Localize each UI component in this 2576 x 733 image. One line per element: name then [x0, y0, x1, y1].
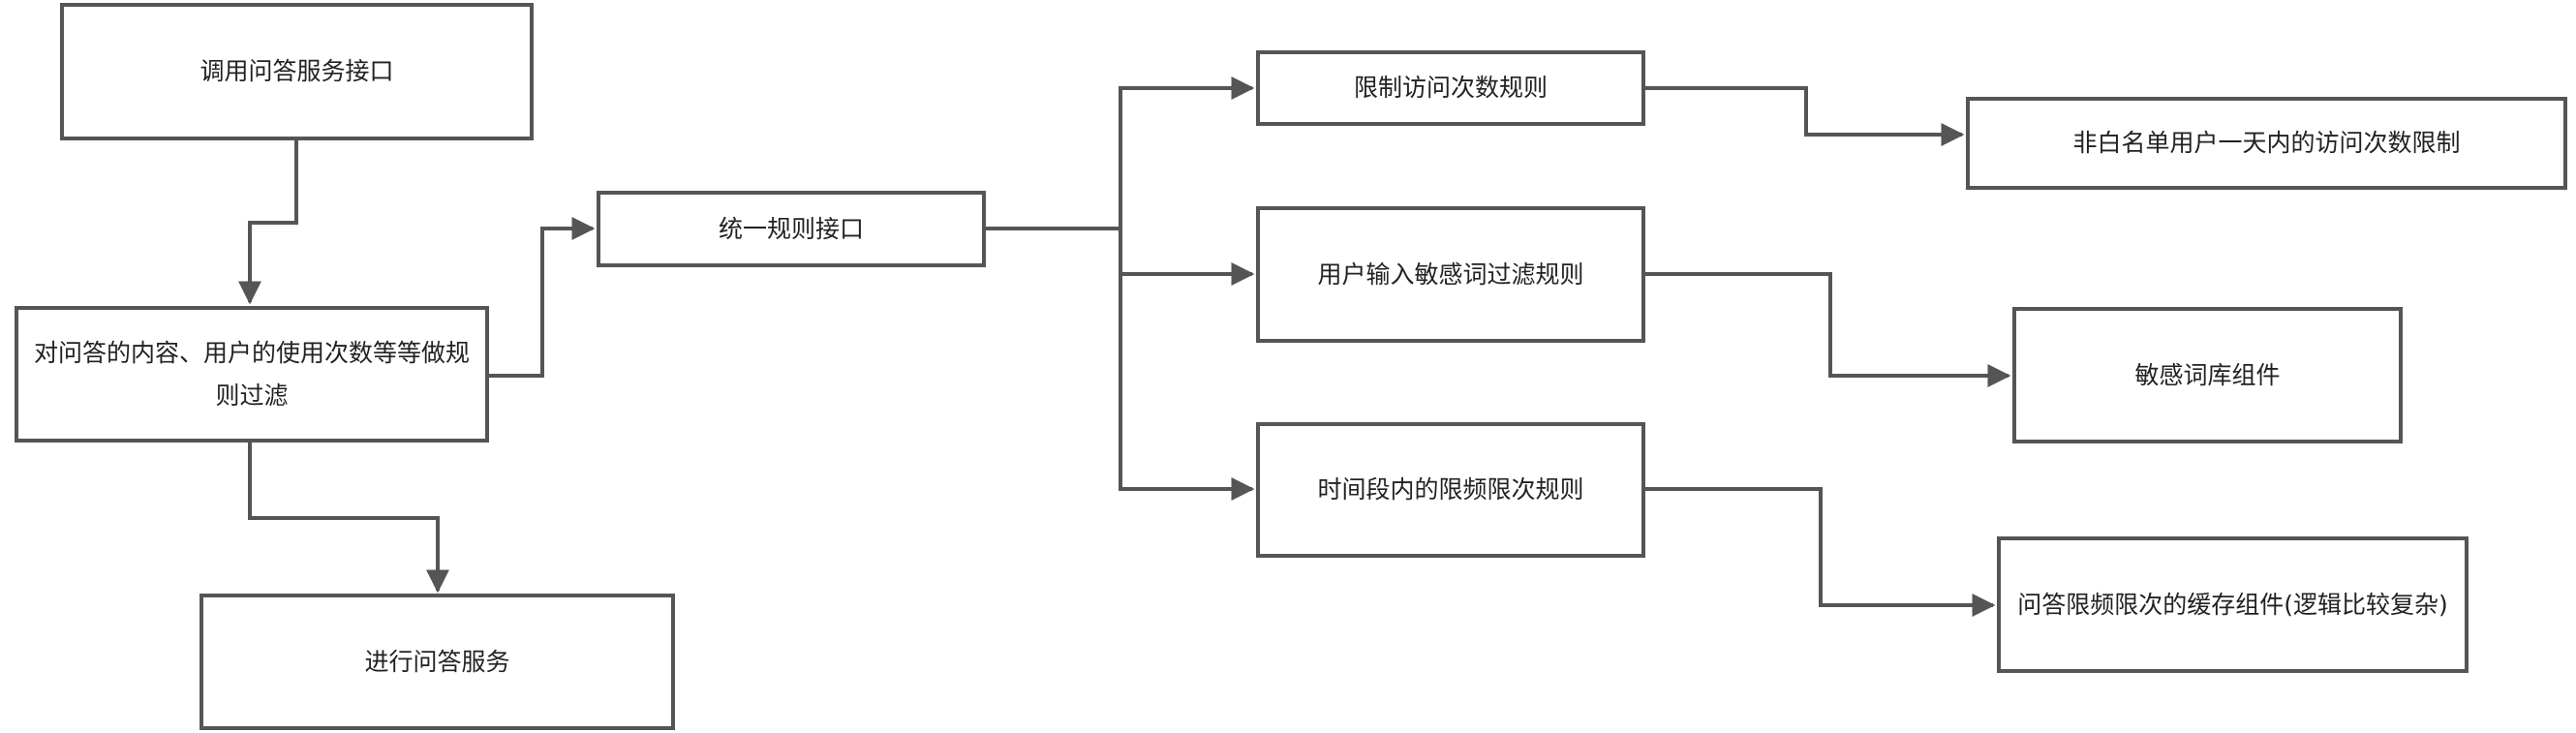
node-sensitive-word-rule-label: 用户输入敏感词过滤规则: [1317, 260, 1584, 289]
node-unified-rule-api: 统一规则接口: [597, 191, 986, 267]
edge-call-to-filter: [238, 140, 298, 305]
node-frequency-limit-rule-label: 时间段内的限频限次规则: [1317, 475, 1584, 504]
node-cache-component: 问答限频限次的缓存组件(逻辑比较复杂): [1997, 536, 2469, 673]
node-sensitive-word-rule: 用户输入敏感词过滤规则: [1256, 206, 1645, 343]
node-rule-filter-label: 对问答的内容、用户的使用次数等等做规则过滤: [33, 338, 470, 410]
node-rule-filter: 对问答的内容、用户的使用次数等等做规则过滤: [15, 306, 489, 443]
node-sensitive-word-library-label: 敏感词库组件: [2134, 360, 2281, 389]
node-frequency-limit-rule: 时间段内的限频限次规则: [1256, 422, 1645, 558]
edge-freq-to-cache: [1645, 487, 1996, 617]
node-sensitive-word-library: 敏感词库组件: [2012, 307, 2403, 443]
node-daily-visit-limit-label: 非白名单用户一天内的访问次数限制: [2072, 129, 2461, 157]
edge-visit-to-daily: [1645, 86, 1965, 146]
node-visit-limit-rule: 限制访问次数规则: [1256, 50, 1645, 126]
edge-unified-to-freq: [1119, 274, 1255, 501]
node-daily-visit-limit: 非白名单用户一天内的访问次数限制: [1966, 97, 2567, 190]
node-qa-service-label: 进行问答服务: [364, 647, 510, 676]
node-qa-service: 进行问答服务: [199, 594, 675, 730]
node-call-qa-api: 调用问答服务接口: [60, 3, 534, 140]
edge-unified-to-visit: [986, 76, 1255, 230]
edge-unified-to-sensitive: [1119, 229, 1255, 286]
node-call-qa-api-label: 调用问答服务接口: [199, 57, 394, 85]
node-visit-limit-rule-label: 限制访问次数规则: [1353, 74, 1548, 102]
edge-filter-to-service: [248, 443, 449, 594]
edge-sensitive-to-lib: [1645, 272, 2011, 387]
edge-filter-to-unified: [489, 217, 596, 378]
node-cache-component-label: 问答限频限次的缓存组件(逻辑比较复杂): [2017, 590, 2448, 619]
node-unified-rule-api-label: 统一规则接口: [718, 214, 864, 243]
